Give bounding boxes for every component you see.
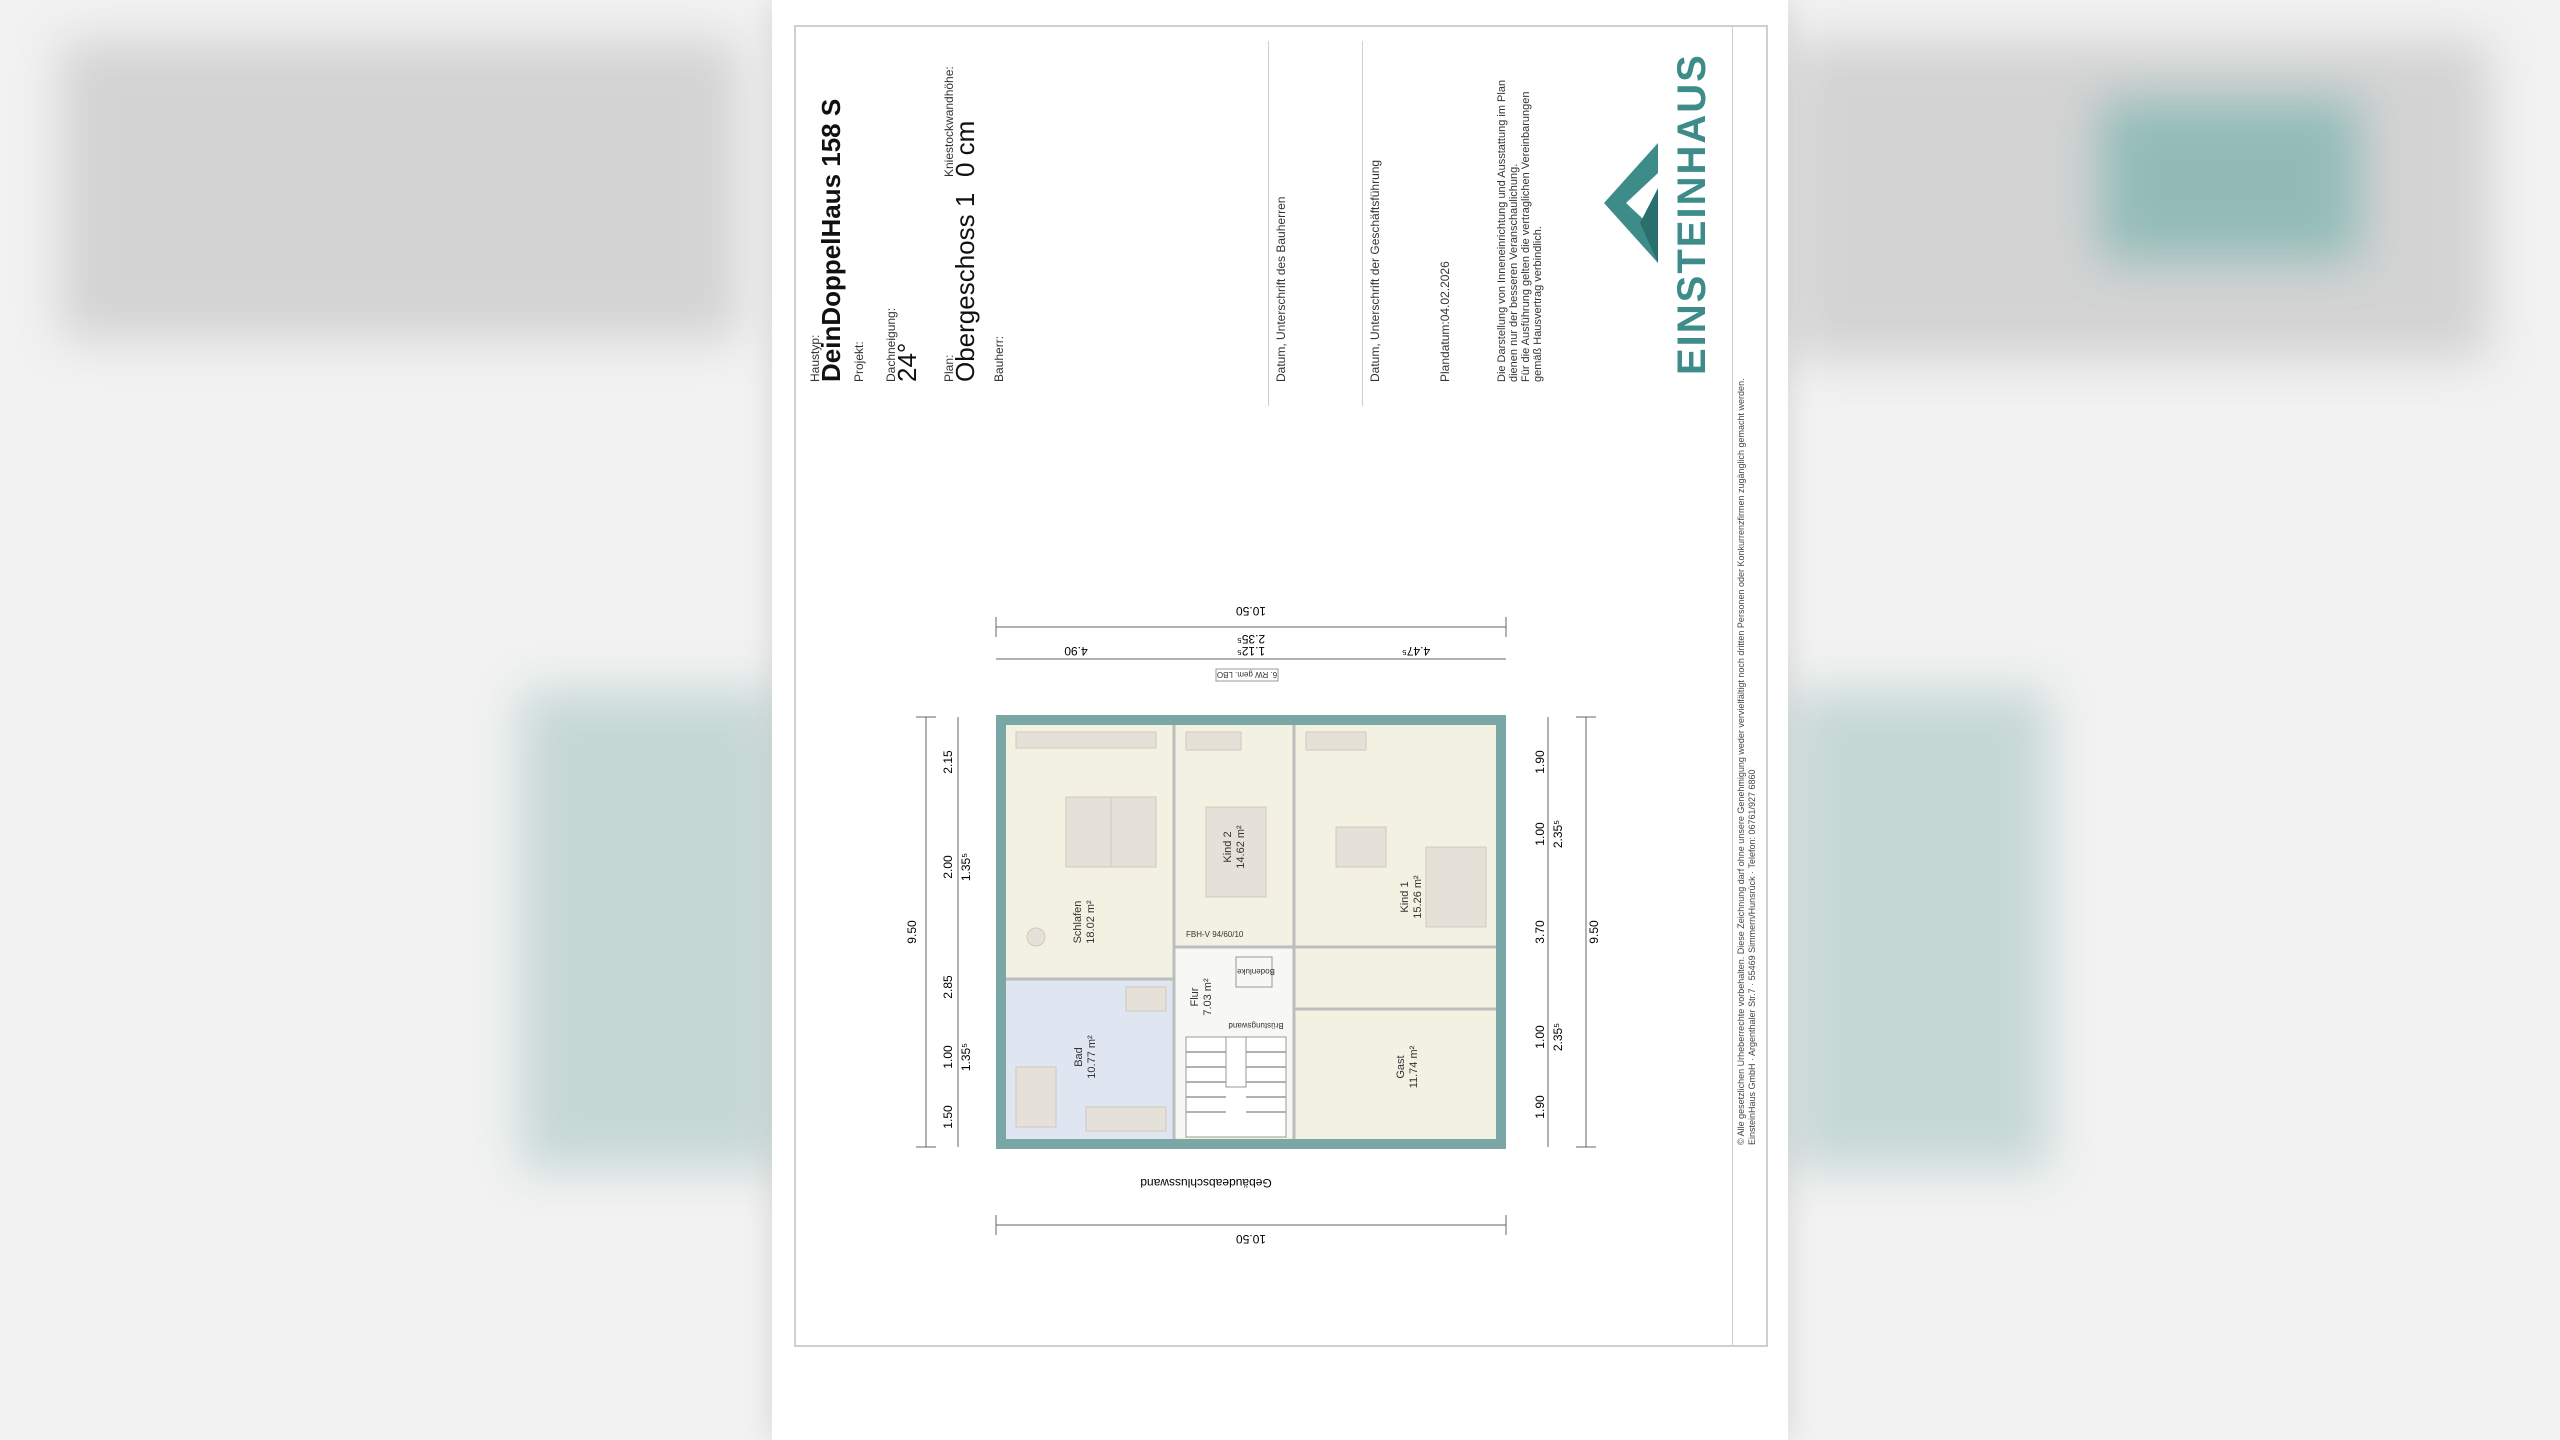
- room-area: 14.62 m²: [1235, 825, 1247, 869]
- dim-left-inner: 1.35⁵: [959, 853, 973, 881]
- dim-left-seg: 1.00: [941, 1045, 955, 1069]
- dim-top-c: 2.35⁵: [1237, 632, 1265, 646]
- disclaimer-line: dienen nur der besseren Veranschaulichun…: [1508, 163, 1520, 382]
- room-name: Schlafen: [1072, 901, 1084, 944]
- dimension-left: 9.50 2.15 2.00 2.85 1.00 1.50 1.35⁵ 1.35…: [905, 716, 973, 1148]
- plandatum: Plandatum:04.02.2026: [1438, 261, 1452, 382]
- dim-right-total: 9.50: [1587, 920, 1601, 944]
- bodenluke-label: Bodenluke: [1237, 967, 1275, 976]
- copyright-line: © Alle gesetzlichen Urheberrechte vorbeh…: [1736, 378, 1746, 1145]
- room-name: Kind 2: [1222, 831, 1234, 862]
- signature-line: [1362, 41, 1363, 406]
- dim-top-total: 10.50: [1236, 604, 1266, 618]
- dim-top-d: 4.47⁵: [1402, 644, 1430, 658]
- dim-right-seg: 1.00: [1533, 1025, 1547, 1049]
- room-name: Bad: [1073, 1047, 1085, 1067]
- dimension-right: 9.50 1.90 1.00 3.70 1.00 1.90 2.35⁵ 2.35…: [1533, 716, 1601, 1148]
- dim-left-seg: 2.00: [941, 855, 955, 879]
- bruestungswand-label: Brüstungswand: [1228, 1021, 1283, 1030]
- dimension-bottom: 10.50 Gebäudeabschlusswand: [995, 1176, 1507, 1246]
- copyright-line: EinsteinHaus GmbH · Argenthaler Str.7 · …: [1747, 769, 1757, 1145]
- background-blur: [1790, 690, 2050, 1170]
- einsteinhaus-logo-icon: [1604, 143, 1658, 263]
- projekt-label: Projekt:: [852, 341, 866, 382]
- floorplan-drawing: 10.50 4.90 2.35⁵ 1.12⁵ 4.47⁵ 6. RW gem. …: [905, 604, 1601, 1246]
- dim-left-seg: 1.50: [941, 1105, 955, 1129]
- signature-bauherren: Datum, Unterschrift des Bauherren: [1274, 196, 1288, 382]
- dim-left-inner: 1.35⁵: [959, 1043, 973, 1071]
- dim-right-seg: 1.90: [1533, 750, 1547, 774]
- dim-right-seg: 1.90: [1533, 1095, 1547, 1119]
- room-name: Flur: [1189, 987, 1201, 1006]
- kniestock-value: 0 cm: [950, 120, 980, 177]
- room-name: Gast: [1395, 1055, 1407, 1078]
- gebaeude-label: Gebäudeabschlusswand: [1140, 1176, 1271, 1190]
- disclaimer-line: Die Darstellung von Inneneinrichtung und…: [1496, 79, 1508, 382]
- background-blur: [60, 40, 740, 340]
- rw-label: 6. RW gem. LBO: [1217, 670, 1277, 679]
- bauherr-label: Bauherr:: [992, 335, 1006, 382]
- dim-bottom-total: 10.50: [1236, 1232, 1266, 1246]
- dim-left-seg: 2.85: [941, 975, 955, 999]
- staircase: [1185, 1036, 1287, 1138]
- dim-top-a: 4.90: [1064, 644, 1088, 658]
- sheet-divider: [1732, 27, 1733, 1345]
- room-name: Kind 1: [1399, 881, 1411, 912]
- room-area: 18.02 m²: [1085, 900, 1097, 944]
- disclaimer-line: Für die Ausführung gelten die vertraglic…: [1520, 91, 1532, 382]
- plan-sheet: Haustyp: DeinDoppelHaus 158 S Projekt: D…: [794, 25, 1768, 1347]
- dim-right-seg: 1.00: [1533, 822, 1547, 846]
- fbh-label: FBH-V 94/60/10: [1186, 930, 1244, 939]
- room-area: 7.03 m²: [1202, 978, 1214, 1016]
- room-area: 10.77 m²: [1086, 1035, 1098, 1079]
- plan-value: Obergeschoss 1: [950, 192, 980, 382]
- dim-top-b: 1.12⁵: [1237, 644, 1265, 658]
- haustyp-value: DeinDoppelHaus 158 S: [816, 98, 846, 382]
- dim-left-seg: 2.15: [941, 750, 955, 774]
- dimension-top: 10.50 4.90 2.35⁵ 1.12⁵ 4.47⁵ 6. RW gem. …: [995, 604, 1507, 682]
- dim-right-inner: 2.35⁵: [1551, 1023, 1565, 1051]
- background-blur: [2100, 100, 2360, 260]
- signature-geschaeftsfuehrung: Datum, Unterschrift der Geschäftsführung: [1368, 159, 1382, 382]
- dachneigung-value: 24°: [892, 342, 922, 382]
- disclaimer-line: gemäß Hausvertrag verbindlich.: [1532, 226, 1544, 382]
- background-blur: [520, 690, 780, 1170]
- room-area: 15.26 m²: [1412, 875, 1424, 919]
- signature-line: [1268, 41, 1269, 406]
- logo-text: EINSTEINHAUS: [1670, 53, 1714, 375]
- room-area: 11.74 m²: [1408, 1045, 1420, 1088]
- dim-left-total: 9.50: [905, 920, 919, 944]
- dim-right-inner: 2.35⁵: [1551, 820, 1565, 848]
- dim-right-seg: 3.70: [1533, 920, 1547, 944]
